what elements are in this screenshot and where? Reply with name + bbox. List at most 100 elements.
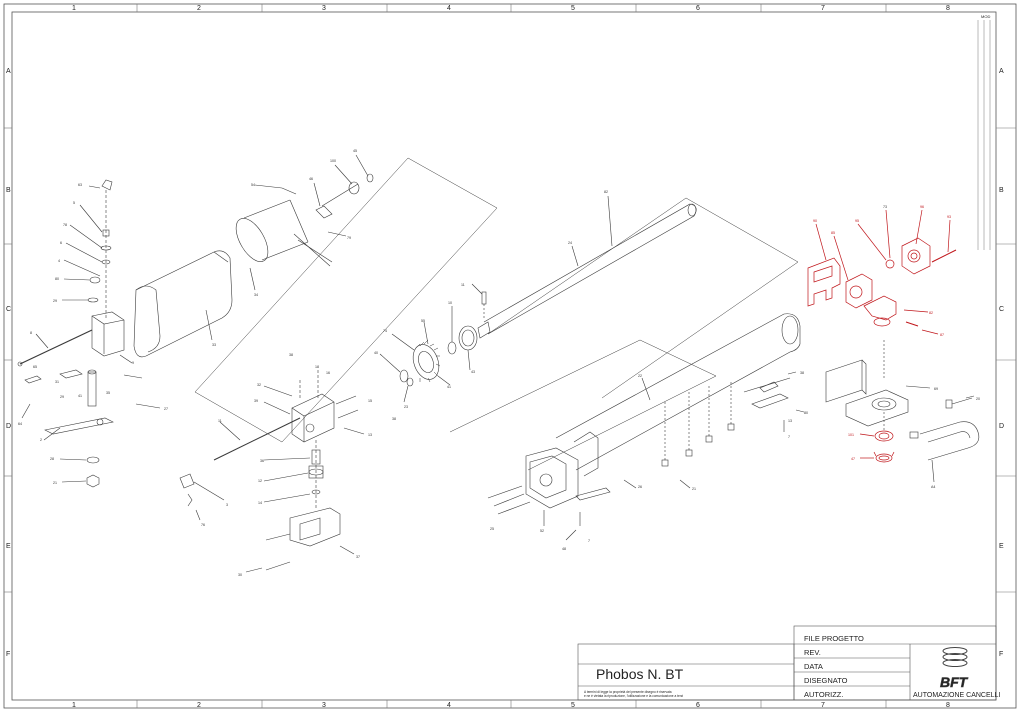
part-ref: 82 xyxy=(604,190,608,194)
revision-column xyxy=(977,20,991,250)
part-ref: 29 xyxy=(53,299,57,303)
part-ref: 7 xyxy=(788,435,790,439)
part-ref: 35 xyxy=(106,391,110,395)
gear-leadscrew-group xyxy=(379,283,487,403)
bft-logo xyxy=(942,647,968,667)
notice-line: e ne è vietata la riproduzione, l'utiliz… xyxy=(584,694,683,698)
highlighted-group-labels: 90 85 95 73 96 93 82 87 101 47 xyxy=(813,205,951,461)
col-label: 8 xyxy=(946,702,950,709)
row-label: D xyxy=(6,423,11,430)
title-block xyxy=(577,625,997,701)
center-gearbox-group xyxy=(179,370,365,573)
part-ref: 48 xyxy=(562,547,566,551)
row-label: F xyxy=(6,651,10,658)
part-ref: 25 xyxy=(490,527,494,531)
tube-group-labels: 82 24 22 38 26 52 25 48 7 21 13 80 7 xyxy=(490,190,808,551)
inner-border xyxy=(11,11,997,701)
part-ref: 27 xyxy=(164,407,168,411)
part-ref: 16 xyxy=(326,371,330,375)
mounting-bracket-group xyxy=(825,340,980,483)
part-ref: 65 xyxy=(33,365,37,369)
part-ref: 15 xyxy=(368,399,372,403)
col-label: 3 xyxy=(322,702,326,709)
part-ref: 80 xyxy=(55,277,59,281)
part-ref: 45 xyxy=(353,149,357,153)
part-ref: 46 xyxy=(309,177,313,181)
col-label: 7 xyxy=(821,702,825,709)
part-ref: 79 xyxy=(347,236,351,240)
part-ref: 14 xyxy=(258,501,262,505)
part-ref: 90 xyxy=(813,219,817,223)
drawing-title: Phobos N. BT xyxy=(596,666,684,682)
part-ref: 47 xyxy=(851,457,855,461)
row-label: D xyxy=(999,423,1004,430)
part-ref: 85 xyxy=(831,231,835,235)
part-ref: 13 xyxy=(788,419,792,423)
part-ref: 73 xyxy=(883,205,887,209)
field-data: DATA xyxy=(804,662,823,671)
col-label: 5 xyxy=(571,5,575,12)
part-ref: 5 xyxy=(73,201,75,205)
column-labels-bottom: 1 2 3 4 5 6 7 8 xyxy=(72,702,950,709)
col-label: 4 xyxy=(447,702,451,709)
part-ref: 4 xyxy=(58,259,60,263)
part-ref: 38 xyxy=(289,353,293,357)
part-ref: 38 xyxy=(800,371,804,375)
part-ref: 29 xyxy=(60,395,64,399)
col-label: 7 xyxy=(821,5,825,12)
part-ref: 36 xyxy=(260,459,264,463)
part-ref: 11 xyxy=(461,283,465,287)
part-ref: 28 xyxy=(50,457,54,461)
part-ref: 38 xyxy=(392,417,396,421)
part-ref: 69 xyxy=(934,387,938,391)
part-ref: 54 xyxy=(251,183,255,187)
row-label: C xyxy=(6,306,11,313)
revision-label: MOD xyxy=(981,14,990,19)
part-ref: 95 xyxy=(855,219,859,223)
part-ref: 31 xyxy=(55,380,59,384)
part-ref: 18 xyxy=(315,365,319,369)
logo-wordmark: BFT xyxy=(940,674,969,690)
column-ticks xyxy=(4,4,1016,708)
gear-group-labels: 11 10 74 55 43 41 23 40 38 xyxy=(374,283,475,421)
column-labels-top: 1 2 3 4 5 6 7 8 xyxy=(72,5,950,12)
part-ref: 87 xyxy=(940,333,944,337)
left-mechanism-group xyxy=(17,179,161,488)
part-ref: 74 xyxy=(383,329,387,333)
part-ref: 41 xyxy=(447,385,451,389)
part-ref: 24 xyxy=(568,241,572,245)
col-label: 1 xyxy=(72,702,76,709)
row-label: A xyxy=(999,68,1004,75)
part-ref: 93 xyxy=(947,215,951,219)
part-ref: 33 xyxy=(212,343,216,347)
motor-housing-group xyxy=(133,154,498,443)
col-label: 8 xyxy=(946,5,950,12)
part-ref: 100 xyxy=(330,159,336,163)
col-label: 2 xyxy=(197,5,201,12)
part-ref: 64 xyxy=(18,422,22,426)
part-ref: 12 xyxy=(258,479,262,483)
part-ref: 21 xyxy=(692,487,696,491)
part-ref: 96 xyxy=(920,205,924,209)
col-label: 6 xyxy=(696,5,700,12)
tube-group xyxy=(449,195,805,541)
part-ref: 43 xyxy=(471,370,475,374)
part-ref: 13 xyxy=(368,433,372,437)
part-ref: 55 xyxy=(421,319,425,323)
part-ref: 52 xyxy=(540,529,544,533)
row-label: B xyxy=(6,187,11,194)
part-ref: 21 xyxy=(53,481,57,485)
part-ref: 7 xyxy=(588,539,590,543)
part-ref: 101 xyxy=(848,433,854,437)
col-label: 1 xyxy=(72,5,76,12)
part-ref: 3 xyxy=(226,503,228,507)
row-label: E xyxy=(999,543,1004,550)
field-file-progetto: FILE PROGETTO xyxy=(804,634,864,643)
notice-line: A termini di legge la proprietà del pres… xyxy=(584,690,672,694)
col-label: 5 xyxy=(571,702,575,709)
part-ref: 63 xyxy=(78,183,82,187)
row-label: A xyxy=(6,68,11,75)
part-ref: 40 xyxy=(374,351,378,355)
part-ref: 41 xyxy=(78,394,82,398)
